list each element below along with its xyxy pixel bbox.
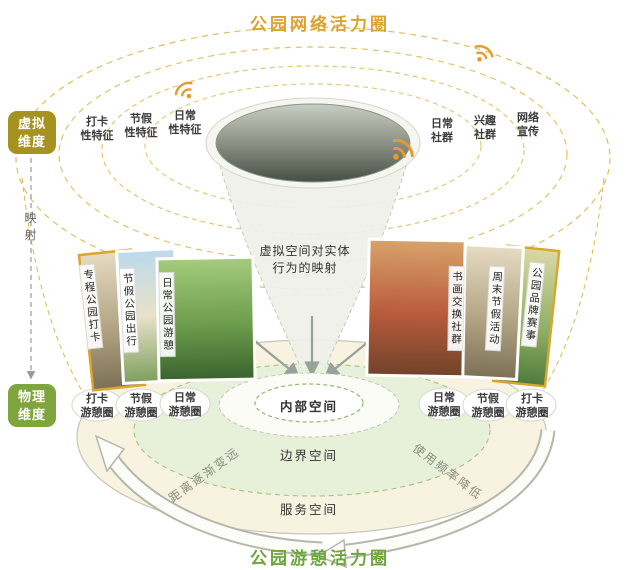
photo-right-inner xyxy=(365,237,467,379)
photo-left-inner xyxy=(155,255,257,383)
swoosh-arrow-right xyxy=(316,428,556,569)
recreation-label-checkin-right: 打卡 游憩圈 xyxy=(515,393,549,420)
inner-space-core xyxy=(218,372,400,438)
physical-dimension-badge: 物理 维度 xyxy=(8,384,56,428)
mapping-label: 映 射 xyxy=(24,211,38,242)
recreation-label-holiday-right: 节假 游憩圈 xyxy=(471,393,505,420)
virtual-label-holiday: 节假 性特征 xyxy=(124,113,158,140)
bottom-title: 公园游憩活力圈 xyxy=(250,549,390,568)
virtual-dimension-badge: 虚拟 维度 xyxy=(8,111,56,155)
virtual-rings xyxy=(15,26,611,290)
side-connector-left xyxy=(21,177,91,405)
boundary-space-label: 边界空间 xyxy=(279,449,338,463)
virtual-label-online-promotion: 网络 宣传 xyxy=(517,112,539,139)
wifi-icon xyxy=(468,42,496,68)
photo-label-daily-recreation: 日常公园游憩 xyxy=(158,271,176,358)
recreation-label-daily-right: 日常 游憩圈 xyxy=(427,392,461,419)
virtual-label-daily: 日常 性特征 xyxy=(168,110,202,137)
swoosh-arrow-left xyxy=(94,434,323,557)
top-title: 公园网络活力圈 xyxy=(250,15,390,34)
side-connector-right xyxy=(533,177,605,405)
recreation-label-holiday-left: 节假 游憩圈 xyxy=(124,393,158,420)
virtual-label-daily-community: 日常 社群 xyxy=(431,118,453,145)
center-annotation: 虚拟空间对实体 行为的映射 xyxy=(259,244,351,276)
service-space-label: 服务空间 xyxy=(279,503,338,517)
wifi-icon xyxy=(172,78,200,105)
recreation-label-checkin-left: 打卡 游憩圈 xyxy=(80,393,114,420)
recreation-label-daily-left: 日常 游憩圈 xyxy=(168,392,202,419)
photo-label-exchange-community: 书画交换社群 xyxy=(447,265,465,352)
vortex-hole xyxy=(215,103,411,183)
label-chips xyxy=(71,387,557,422)
virtual-label-checkin: 打卡 性特征 xyxy=(80,116,114,143)
virtual-label-interest-community: 兴趣 社群 xyxy=(474,115,496,142)
inner-space-label: 内部空间 xyxy=(279,400,338,414)
